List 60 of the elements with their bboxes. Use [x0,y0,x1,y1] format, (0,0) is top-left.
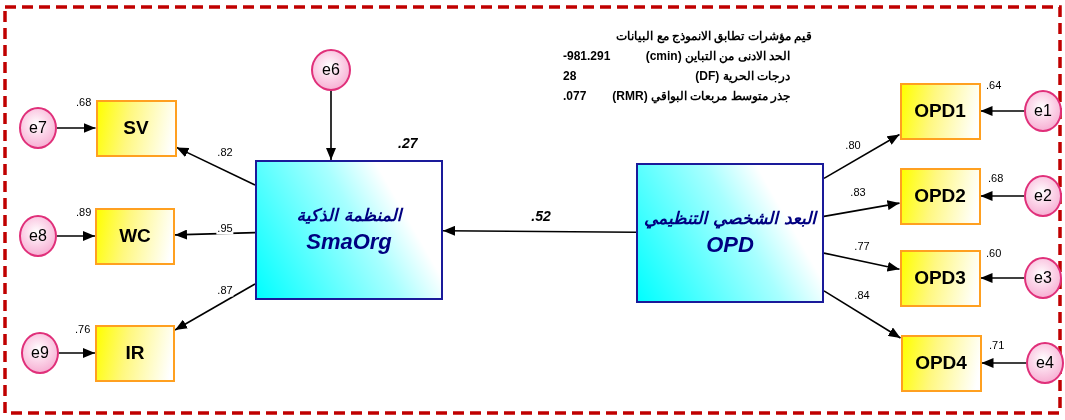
arrow [326,90,336,161]
edge-label: .84 [853,288,871,302]
error-circle: e8 [19,215,57,257]
arrow [823,290,902,339]
fit-index-text: درجات الحرية (DF) [695,69,790,83]
edge-label: .83 [849,185,867,199]
coefficient-label: .76 [75,323,91,336]
indicator-box: SV [95,99,177,157]
arrow [58,348,96,358]
edge-label: .77 [853,239,871,253]
fit-index-text: الحد الادنى من التباين (cmin) [645,49,790,63]
fit-index-text: جذر متوسط مربعات البواقي (RMR) [612,89,790,103]
edge-label: .87 [216,283,234,297]
edge-label: .82 [216,145,234,159]
arrow [979,191,1025,201]
variable-name: المنظمة الذكية [296,205,402,225]
indicator-box: IR [95,324,175,382]
variable-name: SmaOrg [306,229,392,255]
coefficient-label: .27 [398,137,418,150]
coefficient-label: .68 [988,172,1004,185]
latent-variable-box [636,163,824,303]
error-circle: e6 [311,49,351,91]
indicator-box: OPD2 [899,167,981,225]
error-circle: e2 [1024,175,1062,217]
coefficient-label: .60 [986,247,1002,260]
edge-label: .52 [530,209,552,223]
coefficient-label: .68 [76,96,92,109]
arrow [979,273,1025,283]
arrow [174,229,256,240]
arrow [823,252,901,272]
arrow [823,200,901,218]
error-circle: e1 [1024,90,1062,132]
arrow [174,283,256,331]
latent-variable-box [255,160,443,300]
coefficient-label: .64 [986,79,1002,92]
arrow [56,231,96,241]
indicator-box: OPD4 [900,334,982,392]
fit-index-text: 28 [563,69,577,83]
arrow [175,146,256,186]
variable-name: OPD [706,232,754,258]
indicator-box: WC [95,207,175,265]
variable-name: البعد الشخصي التنظيمي [643,208,817,228]
edge-label: .95 [216,221,234,235]
fit-index-text: -981.291 [563,49,611,63]
edge-label: .80 [844,138,862,152]
error-circle: e7 [19,107,57,149]
arrow [980,358,1027,368]
error-circle: e9 [21,332,59,374]
arrow [823,133,901,180]
arrow [979,106,1025,116]
arrow [56,123,97,133]
error-circle: e3 [1024,257,1062,299]
coefficient-label: .71 [989,339,1005,352]
fit-index-text: قيم مؤشرات تطابق الانموذج مع البيانات [616,29,812,43]
indicator-box: OPD3 [899,249,981,307]
coefficient-label: .89 [76,206,92,219]
error-circle: e4 [1026,342,1064,384]
indicator-box: OPD1 [899,82,981,140]
fit-index-text: .077 [563,89,587,103]
arrow [442,225,637,236]
